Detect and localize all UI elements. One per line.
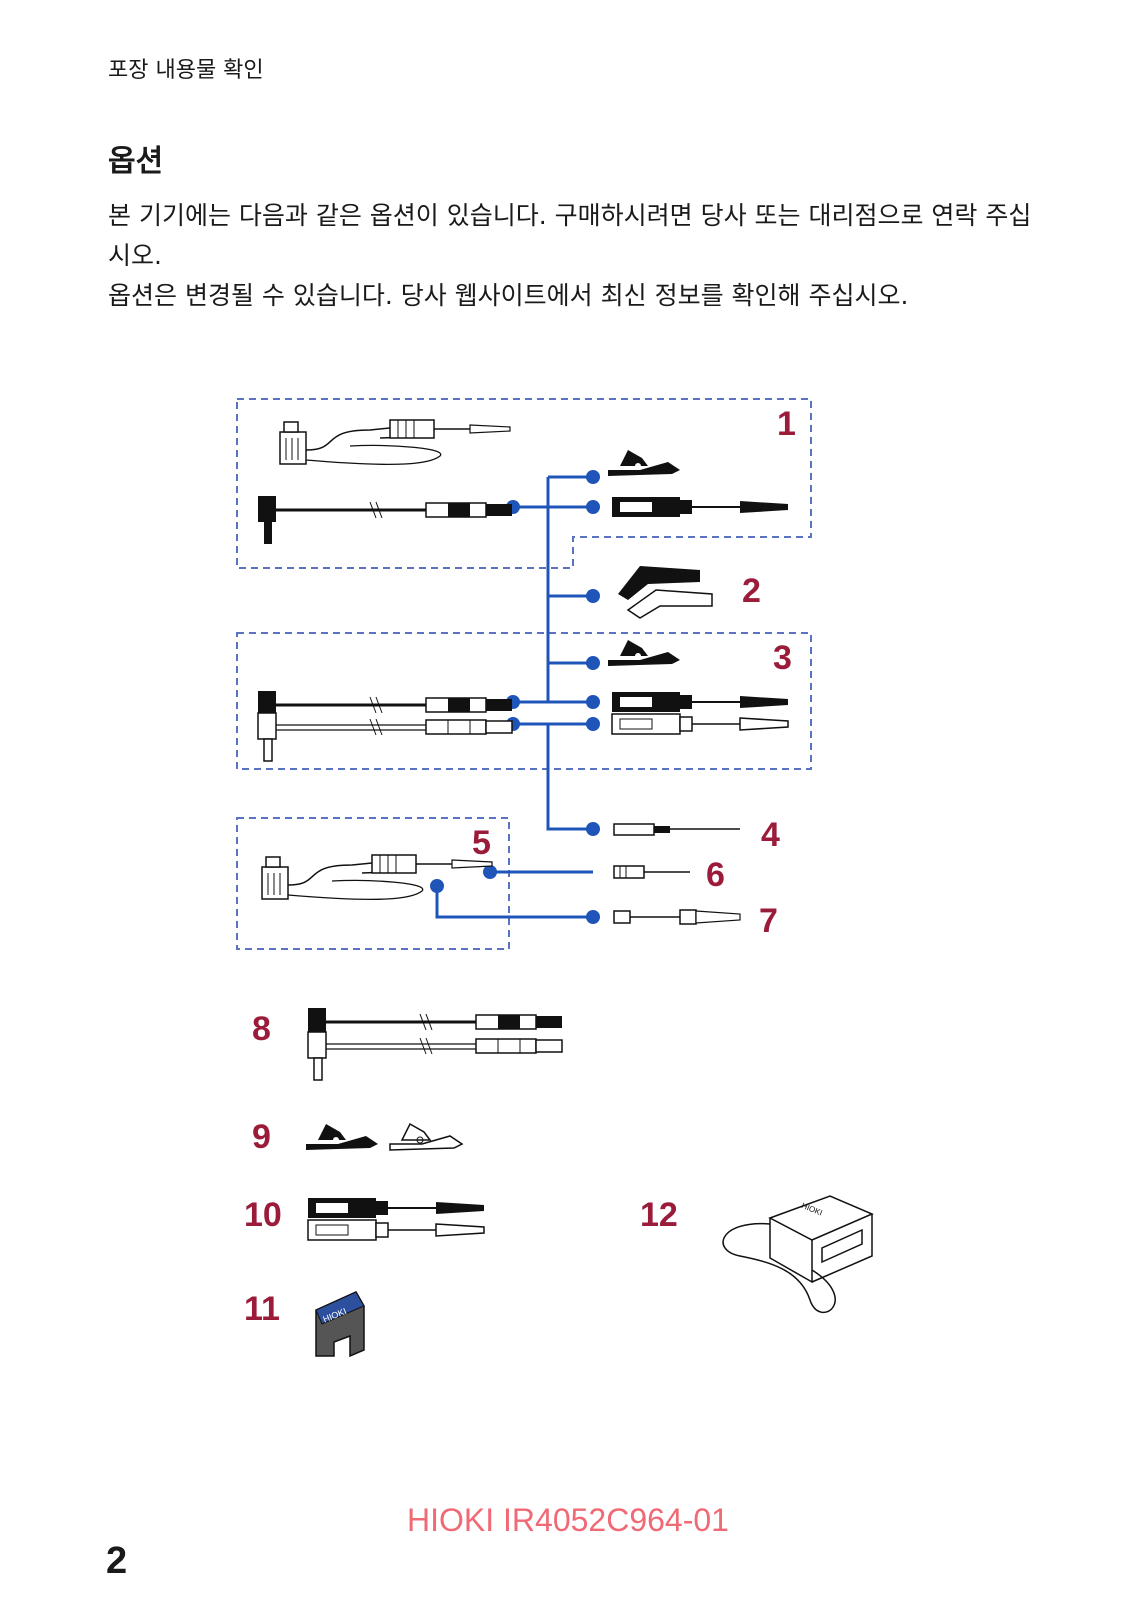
running-header: 포장 내용물 확인	[108, 58, 264, 83]
group-1-border	[236, 398, 812, 569]
document-code: HIOKI IR4052C964-01	[407, 1502, 729, 1538]
group-3-border	[236, 632, 812, 770]
grabber-clip-illustration	[618, 566, 713, 619]
white-cable-illustration	[257, 712, 513, 762]
alligator-clip-white-illustration	[389, 1123, 463, 1151]
group-5-border	[236, 817, 510, 950]
black-pin-illustration-2	[611, 691, 789, 713]
notice-paragraph: 옵션은 변경될 수 있습니다. 당사 웹사이트에서 최신 정보를 확인해 주십시…	[108, 281, 909, 310]
item-label-8: 8	[252, 1010, 271, 1048]
item-label-10: 10	[244, 1196, 282, 1234]
long-adapter-illustration	[613, 909, 741, 925]
voltage-probe-illustration	[279, 419, 511, 466]
page-number: 2	[106, 1540, 128, 1582]
item-label-5: 5	[472, 824, 491, 862]
item-label-2: 2	[742, 572, 761, 610]
item-label-7: 7	[759, 902, 778, 940]
short-adapter-illustration	[613, 865, 690, 879]
item-label-3: 3	[773, 639, 792, 677]
intro-paragraph: 본 기기에는 다음과 같은 옵션이 있습니다. 구매하시려면 당사 또는 대리점…	[108, 201, 1032, 270]
item-labels: 1 2 3 4 5 6 7 8 9 10 11 12	[244, 405, 796, 1328]
item-label-1: 1	[777, 405, 796, 443]
pin-set-white-illustration	[307, 1219, 485, 1241]
white-pin-illustration	[611, 713, 789, 735]
memory-card-illustration: HIOKI	[315, 1291, 365, 1358]
item-label-12: 12	[640, 1196, 678, 1234]
connector-lines	[435, 475, 593, 919]
black-clip-illustration-2	[608, 640, 680, 666]
black-clip-illustration	[608, 450, 680, 476]
test-pin-illustration	[613, 823, 740, 836]
black-pin-illustration	[611, 496, 789, 518]
connector-dots	[430, 470, 600, 924]
carrying-case-illustration: HIOKI	[722, 1195, 874, 1313]
black-cable-illustration	[256, 494, 514, 546]
item-label-6: 6	[706, 856, 725, 894]
section-title: 옵션	[108, 144, 164, 179]
item-label-9: 9	[252, 1118, 271, 1156]
item-label-11: 11	[244, 1290, 280, 1328]
voltage-probe-illustration-2	[261, 854, 493, 901]
alligator-clip-black-illustration	[306, 1124, 378, 1150]
item-label-4: 4	[761, 816, 780, 854]
cable-set-white-illustration	[307, 1031, 563, 1081]
pin-set-black-illustration	[307, 1197, 485, 1219]
